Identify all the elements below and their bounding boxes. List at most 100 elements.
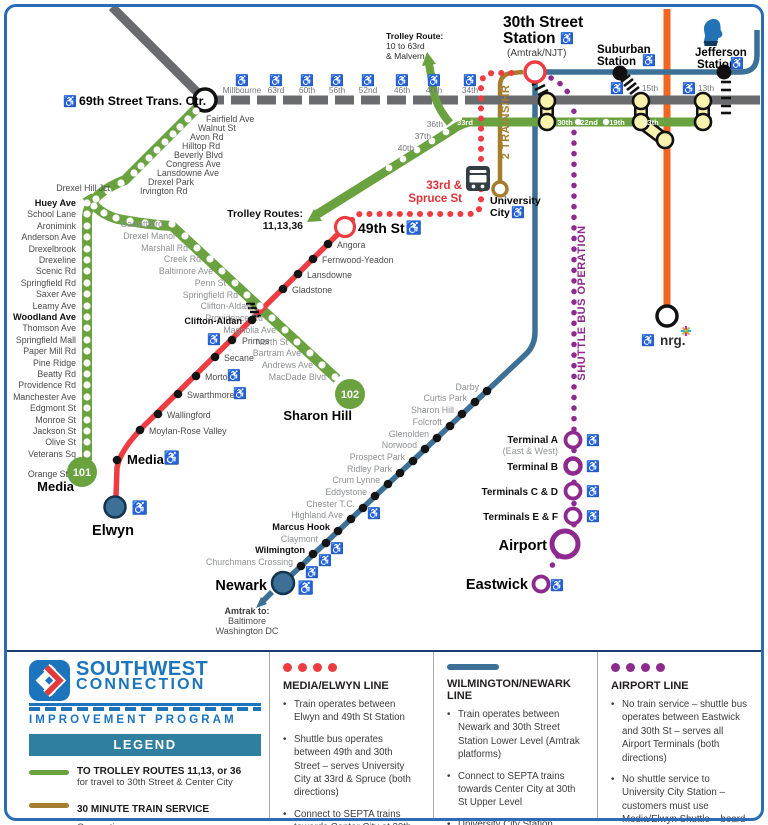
terminal-b-label: Terminal B (507, 462, 558, 473)
route-102-badge (335, 379, 365, 409)
brand-block: SOUTHWEST CONNECTION IMPROVEMENT PROGRAM… (7, 652, 269, 825)
terminal-a-circle (563, 430, 583, 450)
accessible-icon: ♿ (586, 510, 600, 523)
station-dot (83, 302, 91, 310)
station-label: Wallingford (167, 410, 211, 420)
station-label: Springfield Mall (16, 335, 76, 345)
station-dot (83, 347, 91, 355)
station-dot (83, 450, 91, 458)
station-dot (420, 444, 430, 454)
station-label: Moylan-Rose Valley (149, 426, 227, 436)
station-dot (83, 210, 91, 218)
station-dot (83, 427, 91, 435)
station-elwyn-label: Elwyn (92, 523, 134, 539)
spruce-label-2: Spruce St (408, 193, 462, 205)
accessible-icon: ♿ (642, 54, 656, 67)
station-label: Thomson Ave (22, 323, 76, 333)
station-dot (173, 389, 183, 399)
university-city-label-1: University (490, 195, 541, 207)
legend-bullet: Train operates between Elwyn and 49th St… (283, 698, 421, 725)
legend-bullet: Shuttle bus operates between 49th and 30… (283, 733, 421, 800)
brand-line-1: SOUTHWEST (76, 658, 209, 680)
station-label: Garrettford (120, 219, 163, 229)
station-label: Marshall Rd (141, 243, 188, 253)
station-dot (432, 433, 442, 443)
station-label: Darby (456, 382, 480, 392)
station-dot (247, 315, 257, 325)
airport-circle (549, 528, 581, 560)
station-dot (278, 284, 288, 294)
station-49th-circle (333, 215, 357, 239)
route-101-badge-label: 101 (73, 467, 91, 479)
amtrak-arrowhead (256, 597, 267, 608)
brand-line-3: IMPROVEMENT PROGRAM (29, 714, 237, 726)
station-nrg-circle (655, 304, 679, 328)
station-label: 37th (415, 131, 432, 141)
trolley-routes-label-2: 11,13,36 (263, 220, 303, 232)
station-dot (231, 279, 239, 287)
transfer-hatch-jefferson (721, 80, 731, 115)
station-dot (331, 373, 339, 381)
station-dot (83, 438, 91, 446)
station-dot (193, 244, 201, 252)
station-dot (83, 267, 91, 275)
station-dot (83, 233, 91, 241)
station-label: Fairfield Ave (206, 114, 254, 124)
trolley-line-swatch (29, 770, 69, 775)
shuttle-bus-operation-label: SHUTTLE BUS OPERATION (576, 225, 588, 380)
station-dot (145, 154, 153, 162)
legend-key-train: 30 MINUTE TRAIN SERVICE Connection betwe… (29, 799, 261, 825)
el-stations: Millbourne♿63rd♿60th♿56th♿52nd♿46th♿40th… (223, 74, 479, 95)
station-suburban-label-1: Suburban (597, 44, 651, 56)
station-label: Beatty Rd (37, 369, 76, 379)
terminal-a-sublabel: (East & West) (503, 446, 558, 456)
station-label: Woodland Ave (13, 312, 76, 322)
amtrak-label-1: Amtrak to: (224, 606, 269, 616)
station-dot (112, 455, 122, 465)
station-dot (321, 538, 331, 548)
accessible-icon: ♿ (132, 500, 148, 515)
station-label: 40th (398, 143, 415, 153)
station-dot (308, 549, 318, 559)
station-69th-label: 69th Street Trans. Ctr. (79, 94, 206, 108)
trolley-route10-arrow (425, 63, 454, 126)
station-label: Andrews Ave (262, 360, 313, 370)
route-101-badge (67, 457, 97, 487)
station-dot (130, 169, 138, 177)
station-suburban-dot (612, 65, 628, 81)
station-label: Lansdowne Ave (157, 168, 219, 178)
shuttle-bus-icon (466, 166, 490, 191)
station-university-city-circle (491, 180, 509, 198)
station-dot (323, 239, 333, 249)
station-dot (153, 146, 161, 154)
legend-panel: SOUTHWEST CONNECTION IMPROVEMENT PROGRAM… (7, 650, 761, 825)
trolley-center-city (313, 117, 712, 219)
station-label: Lansdowne (307, 270, 352, 280)
airport-header: AIRPORT LINE (611, 680, 689, 692)
eastwick-circle (531, 574, 551, 594)
amtrak-label-2: Baltimore (228, 616, 266, 626)
station-dot (395, 468, 405, 478)
terminals-ef-label: Terminals E & F (483, 512, 558, 523)
station-newark-label: Newark (215, 578, 268, 594)
accessible-icon: ♿ (330, 542, 344, 555)
station-dot (318, 361, 326, 369)
station-suburban-label-2: Station (597, 56, 636, 68)
station-label: Drexel Manor (123, 231, 176, 241)
station-dot (83, 245, 91, 253)
station-dot (457, 409, 467, 419)
station-label: 13th (698, 83, 715, 93)
accessible-icon: ♿ (730, 57, 744, 70)
station-label: Jackson St (33, 426, 77, 436)
station-label: Manchester Ave (13, 392, 76, 402)
trolley-route10-label-3: & Malvern (386, 51, 425, 61)
station-dot (83, 370, 91, 378)
jefferson-head-icon (703, 19, 723, 46)
station-label: Eddystone (325, 487, 367, 497)
station-label: Drexelbrook (29, 244, 77, 254)
station-dot (83, 313, 91, 321)
station-label: Hilltop Rd (182, 141, 220, 151)
two-trains-label: 2 TRAINS/HR (500, 85, 512, 160)
el-northwest-branch (108, 3, 209, 104)
